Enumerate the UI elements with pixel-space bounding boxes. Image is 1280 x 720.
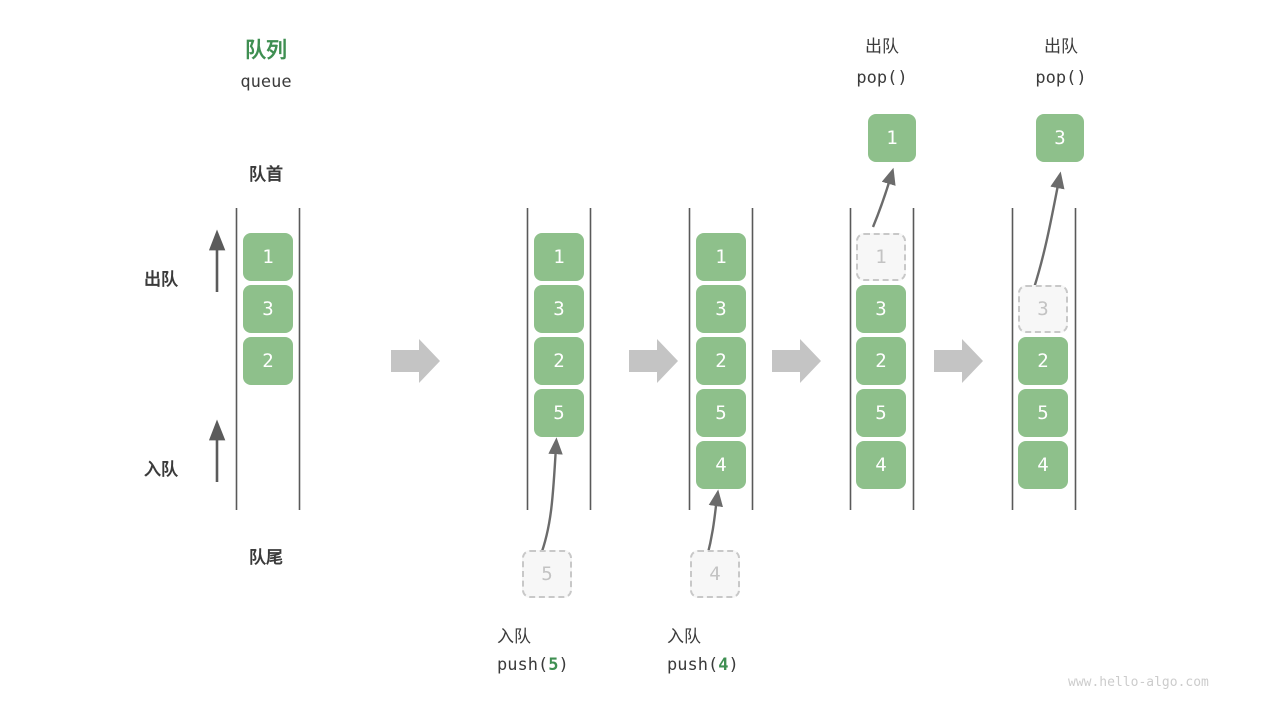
incoming-element-ghost: 4 <box>690 550 740 598</box>
queue-title-cn: 队列 <box>245 38 287 62</box>
queue-cell-ghost: 3 <box>1018 285 1068 333</box>
queue-cell-ghost: 1 <box>856 233 906 281</box>
push-4-code-prefix: push( <box>667 655 719 675</box>
push-4-op-code: push(4) <box>667 655 827 675</box>
queue-cell: 5 <box>696 389 746 437</box>
queue-cell: 5 <box>856 389 906 437</box>
pop-1-arrow <box>871 167 896 228</box>
queue-cell: 2 <box>534 337 584 385</box>
queue-cell: 4 <box>696 441 746 489</box>
queue-cell: 5 <box>1018 389 1068 437</box>
push-5-code-arg: 5 <box>548 655 559 675</box>
pop-1-op-label-cn: 出队 <box>865 37 899 57</box>
pop-3-op-label-cn: 出队 <box>1044 37 1078 57</box>
push-5-code-prefix: push( <box>497 655 549 675</box>
queue-cell: 1 <box>534 233 584 281</box>
pop-1-op-code: pop() <box>856 68 908 88</box>
queue-cell: 1 <box>243 233 293 281</box>
popped-element: 1 <box>868 114 916 162</box>
queue-cell: 3 <box>696 285 746 333</box>
dequeue-axis-label: 出队 <box>144 270 178 290</box>
queue-cell: 2 <box>696 337 746 385</box>
push-5-arrow <box>538 437 563 558</box>
queue-cell: 3 <box>534 285 584 333</box>
queue-cell: 2 <box>243 337 293 385</box>
step-transition-arrow-2-3 <box>629 339 678 383</box>
step-transition-arrow-4-5 <box>934 339 983 383</box>
step-transition-arrow-3-4 <box>772 339 821 383</box>
queue-cell: 1 <box>696 233 746 281</box>
push-5-code-suffix: ) <box>558 655 569 675</box>
push-4-code-suffix: ) <box>728 655 739 675</box>
queue-rear-label: 队尾 <box>249 548 283 568</box>
queue-cell: 3 <box>243 285 293 333</box>
enqueue-axis-label: 入队 <box>144 460 178 480</box>
incoming-element-ghost: 5 <box>522 550 572 598</box>
push-4-arrow <box>705 489 723 558</box>
push-5-op-code: push(5) <box>497 655 657 675</box>
queue-front-label: 队首 <box>249 165 283 185</box>
queue-cell: 4 <box>856 441 906 489</box>
queue-title-en: queue <box>240 72 292 92</box>
pop-3-arrow <box>1032 171 1065 289</box>
queue-cell: 5 <box>534 389 584 437</box>
queue-cell: 2 <box>856 337 906 385</box>
push-4-code-arg: 4 <box>718 655 729 675</box>
queue-cell: 4 <box>1018 441 1068 489</box>
push-4-op-label-cn: 入队 <box>667 627 701 647</box>
pop-3-op-code: pop() <box>1035 68 1087 88</box>
watermark: www.hello-algo.com <box>1068 675 1209 690</box>
push-5-op-label-cn: 入队 <box>497 627 531 647</box>
popped-element: 3 <box>1036 114 1084 162</box>
queue-cell: 3 <box>856 285 906 333</box>
step-transition-arrow-1-2 <box>391 339 440 383</box>
queue-cell: 2 <box>1018 337 1068 385</box>
